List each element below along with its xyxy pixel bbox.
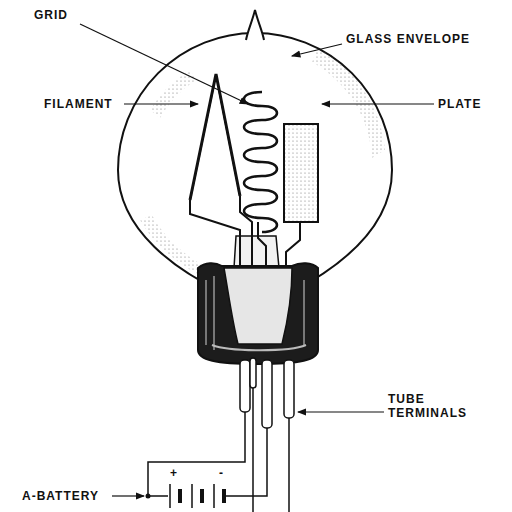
filament [190, 74, 240, 200]
grid-label: GRID [34, 8, 68, 22]
envelope-label: GLASS ENVELOPE [346, 32, 470, 46]
grid [244, 92, 277, 232]
leader-lines [80, 24, 434, 496]
tube-pins [240, 358, 294, 428]
glass-tip [246, 10, 264, 40]
polarity-sign: + [170, 466, 177, 480]
plate [284, 124, 318, 222]
tube-base [198, 263, 318, 364]
base-socket [224, 268, 292, 344]
wire [148, 388, 289, 512]
battery-symbol [170, 484, 224, 508]
filament-label: FILAMENT [44, 97, 113, 111]
filament [193, 86, 237, 198]
polarity-sign: - [219, 466, 223, 480]
glass-shading [312, 48, 385, 158]
junction-dot [146, 494, 151, 499]
base-rim [212, 345, 306, 350]
terminals-label: TUBE TERMINALS [388, 392, 474, 420]
plate-label: PLATE [438, 97, 481, 111]
battery-label: A-BATTERY [22, 489, 99, 503]
glass-shading [150, 70, 196, 118]
